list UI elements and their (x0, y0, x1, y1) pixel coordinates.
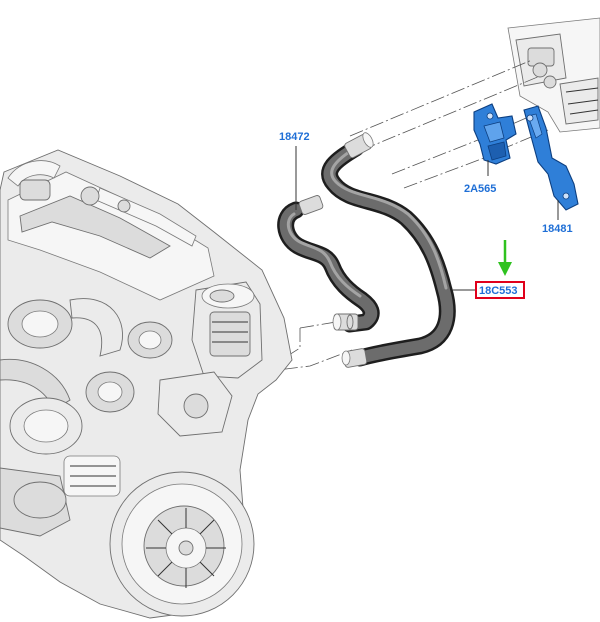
engine-block (0, 149, 293, 619)
hose-18472 (277, 195, 380, 333)
heater-unit (507, 17, 600, 133)
part-label-2A565: 2A565 (464, 183, 496, 195)
part-label-18481: 18481 (542, 223, 573, 235)
highlight-box (475, 281, 525, 299)
mounting-bracket-18481 (523, 105, 579, 211)
clutch-spokes (146, 508, 226, 588)
hose-18C553 (321, 132, 456, 368)
leader-lines (295, 146, 559, 291)
part-label-18472: 18472 (279, 131, 310, 143)
clamp-bracket-2A565 (473, 103, 517, 165)
part-label-18C553: 18C553 (479, 285, 518, 297)
green-down-arrow-icon (498, 240, 512, 276)
